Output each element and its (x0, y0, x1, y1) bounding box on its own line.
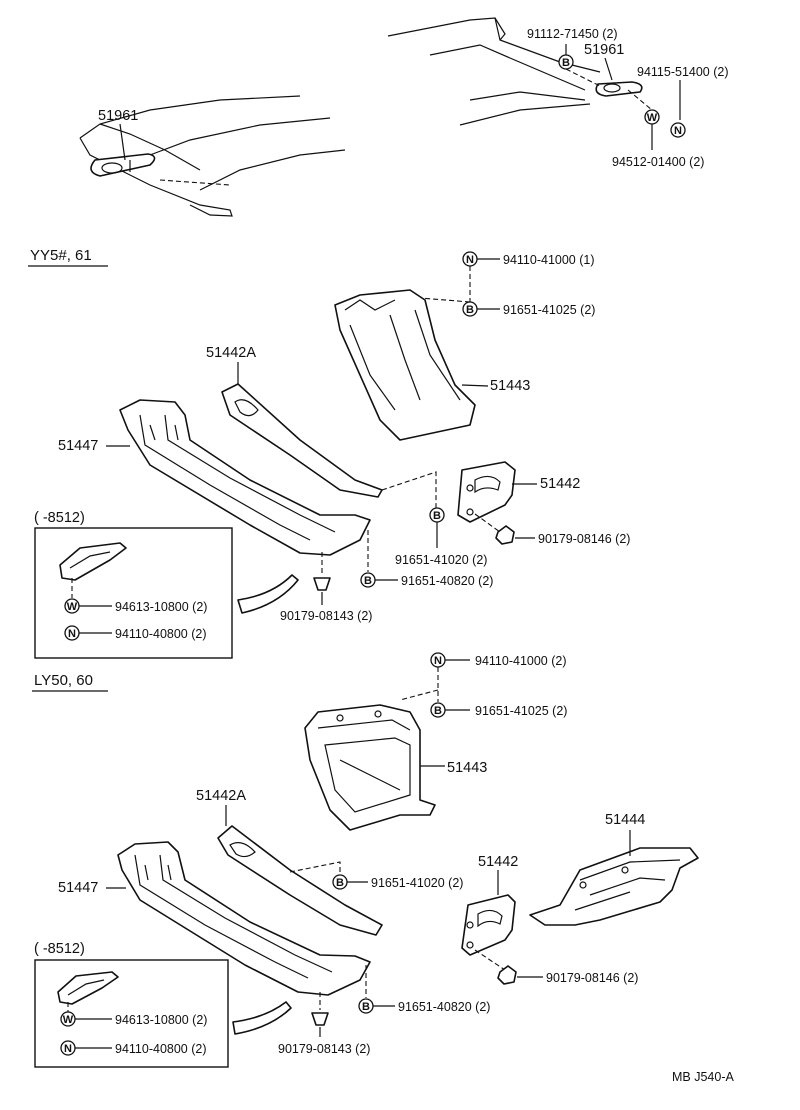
towing-hook-left-illustration (90, 153, 156, 177)
part-51442A-s2: 51442A (196, 788, 246, 804)
plate-51442A-s2-illustration (217, 825, 383, 936)
bracket-51442-illustration (457, 461, 516, 523)
ref-94613-10800-s1: 94613-10800 (2) (115, 600, 207, 614)
ref-94613-10800-s2: 94613-10800 (2) (115, 1013, 207, 1027)
ref-90179-08143-s2: 90179-08143 (2) (278, 1042, 370, 1056)
section-title-yy5: YY5#, 61 (30, 247, 92, 264)
ref-91651-41025-s1: 91651-41025 (2) (503, 303, 595, 317)
bolt-icon: B (358, 998, 374, 1014)
pointer-arrow-s2 (232, 1001, 292, 1035)
svg-text:W: W (647, 112, 658, 124)
ref-94110-40800-s1: 94110-40800 (2) (115, 627, 207, 641)
inset-title-s1: ( -8512) (34, 510, 85, 526)
skid-plate-51443-illustration (334, 289, 476, 441)
bolt-icon: B (360, 572, 376, 588)
bolt-icon: B (558, 54, 574, 70)
pointer-arrow-s1 (237, 574, 299, 614)
svg-text:N: N (434, 655, 442, 667)
ref-91651-41020-s1: 91651-41020 (2) (395, 553, 487, 567)
inset-bracket-s1-illustration (59, 542, 127, 581)
ref-90179-08143-s1: 90179-08143 (2) (280, 609, 372, 623)
bolt-icon: B (430, 702, 446, 718)
svg-text:N: N (466, 254, 474, 266)
frame-rail-illustration (79, 17, 601, 217)
ref-94512-01400: 94512-01400 (2) (612, 155, 704, 169)
part-51447-s1: 51447 (58, 438, 98, 454)
svg-text:B: B (562, 57, 570, 69)
clip-nut-icon (497, 965, 517, 985)
part-51443-s2: 51443 (447, 760, 487, 776)
ref-94110-40800-s2: 94110-40800 (2) (115, 1042, 207, 1056)
skid-plate-51444-illustration (529, 847, 699, 926)
nut-icon: N (60, 1040, 76, 1056)
ref-94110-41000-s1: 94110-41000 (1) (503, 253, 595, 267)
part-51442A-s1: 51442A (206, 345, 256, 361)
washer-icon: W (60, 1011, 76, 1027)
svg-text:W: W (67, 601, 78, 613)
svg-text:N: N (68, 628, 76, 640)
svg-text:W: W (63, 1014, 74, 1026)
part-51442-s2: 51442 (478, 854, 518, 870)
section-title-ly50: LY50, 60 (34, 672, 93, 689)
ref-91651-40820-s2: 91651-40820 (2) (398, 1000, 490, 1014)
ref-90179-08146-s1: 90179-08146 (2) (538, 532, 630, 546)
svg-text:N: N (674, 125, 682, 137)
clip-icon (313, 577, 331, 591)
diagram-code: MB J540-A (672, 1070, 734, 1084)
washer-icon: W (64, 598, 80, 614)
svg-text:B: B (466, 304, 474, 316)
svg-text:B: B (364, 575, 372, 587)
nut-icon: N (462, 251, 478, 267)
part-51961-left: 51961 (98, 108, 138, 124)
nut-icon: N (670, 122, 686, 138)
svg-text:B: B (433, 510, 441, 522)
washer-icon: W (644, 109, 660, 125)
ref-90179-08146-s2: 90179-08146 (2) (546, 971, 638, 985)
part-51447-s2: 51447 (58, 880, 98, 896)
bolt-icon: B (332, 874, 348, 890)
svg-text:B: B (362, 1001, 370, 1013)
inset-box-s2 (34, 959, 229, 1068)
ref-94110-41000-s2: 94110-41000 (2) (475, 654, 567, 668)
part-51443-s1: 51443 (490, 378, 530, 394)
part-51442-s1: 51442 (540, 476, 580, 492)
bolt-icon: B (429, 507, 445, 523)
ref-91651-41020-s2: 91651-41020 (2) (371, 876, 463, 890)
svg-text:B: B (336, 877, 344, 889)
ref-91651-41025-s2: 91651-41025 (2) (475, 704, 567, 718)
part-51444: 51444 (605, 812, 645, 828)
ref-91112-71450: 91112-71450 (2) (527, 27, 618, 41)
clip-icon (311, 1012, 329, 1026)
bracket-51442-s2-illustration (461, 894, 516, 956)
skid-plate-51443-s2-illustration (304, 704, 436, 831)
inset-bracket-s2-illustration (57, 971, 119, 1005)
plate-51442A-illustration (221, 383, 383, 498)
part-51961-right: 51961 (584, 42, 624, 58)
crossmember-51447-s2-illustration (117, 841, 371, 996)
bolt-icon: B (462, 301, 478, 317)
towing-hook-right-illustration (595, 81, 643, 97)
ref-91651-40820-s1: 91651-40820 (2) (401, 574, 493, 588)
inset-box-s1 (34, 527, 233, 659)
crossmember-51447-illustration (119, 399, 371, 556)
svg-text:B: B (434, 705, 442, 717)
nut-icon: N (64, 625, 80, 641)
ref-94115-51400: 94115-51400 (2) (637, 65, 729, 79)
svg-text:N: N (64, 1043, 72, 1055)
nut-icon: N (430, 652, 446, 668)
clip-nut-icon (495, 525, 515, 545)
inset-title-s2: ( -8512) (34, 941, 85, 957)
